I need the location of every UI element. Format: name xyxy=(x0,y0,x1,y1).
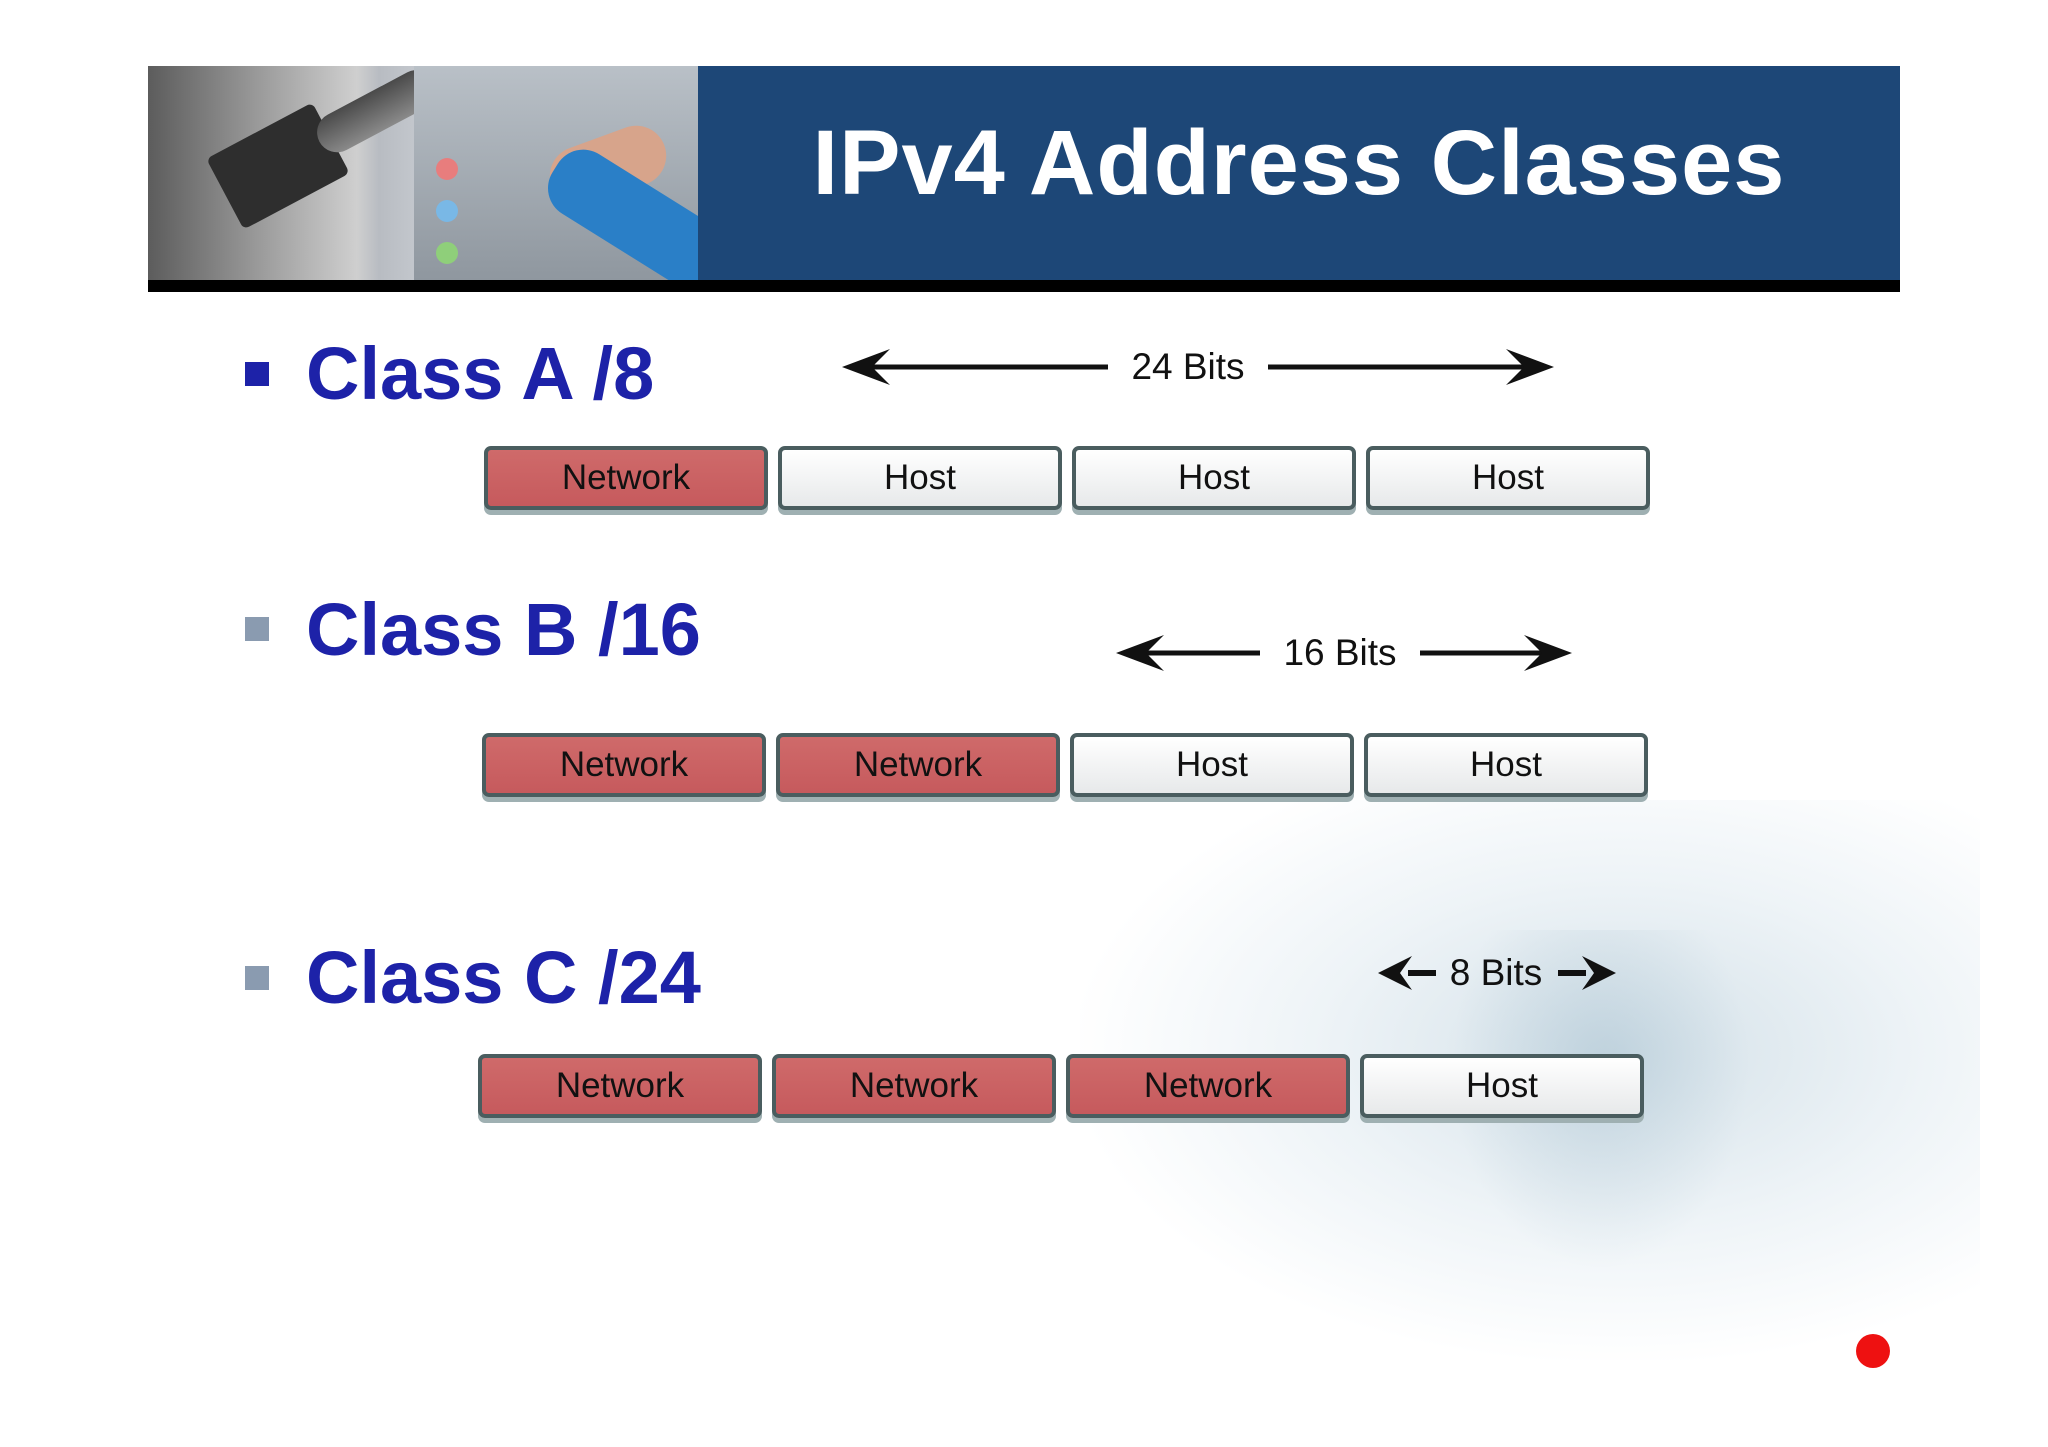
ethernet-plug-image xyxy=(206,102,350,230)
audio-port-green xyxy=(436,242,458,264)
network-octet: Network xyxy=(776,733,1060,797)
host-octet: Host xyxy=(1360,1054,1644,1118)
network-octet: Network xyxy=(1066,1054,1350,1118)
host-octet: Host xyxy=(778,446,1062,510)
network-octet: Network xyxy=(484,446,768,510)
header-rule xyxy=(148,280,1900,292)
host-octet: Host xyxy=(1070,733,1354,797)
host-octet: Host xyxy=(1366,446,1650,510)
class-heading: Class A /8 xyxy=(306,332,655,415)
bits-span: 24 Bits xyxy=(842,342,1554,392)
bits-span: 8 Bits xyxy=(1378,948,1616,998)
double-arrow-icon xyxy=(1116,635,1572,671)
audio-port-blue xyxy=(436,200,458,222)
bits-label: 24 Bits xyxy=(1131,346,1245,387)
class-heading: Class C /24 xyxy=(306,936,701,1019)
header-photo xyxy=(148,66,698,280)
class-heading: Class B /16 xyxy=(306,588,701,671)
bullet-square-icon xyxy=(245,617,269,641)
bits-label: 16 Bits xyxy=(1283,632,1397,673)
host-octet: Host xyxy=(1364,733,1648,797)
double-arrow-icon xyxy=(842,349,1554,385)
bits-span: 16 Bits xyxy=(1116,628,1572,678)
bullet-square-icon xyxy=(245,362,269,386)
network-octet: Network xyxy=(478,1054,762,1118)
bits-label: 8 Bits xyxy=(1449,952,1543,993)
audio-port-pink xyxy=(436,158,458,180)
header-bar xyxy=(698,66,1900,280)
red-dot-marker xyxy=(1856,1334,1890,1368)
bullet-square-icon xyxy=(245,966,269,990)
double-arrow-icon xyxy=(1378,956,1616,990)
network-octet: Network xyxy=(772,1054,1056,1118)
network-octet: Network xyxy=(482,733,766,797)
page-title: IPv4 Address Classes xyxy=(812,112,1786,214)
host-octet: Host xyxy=(1072,446,1356,510)
